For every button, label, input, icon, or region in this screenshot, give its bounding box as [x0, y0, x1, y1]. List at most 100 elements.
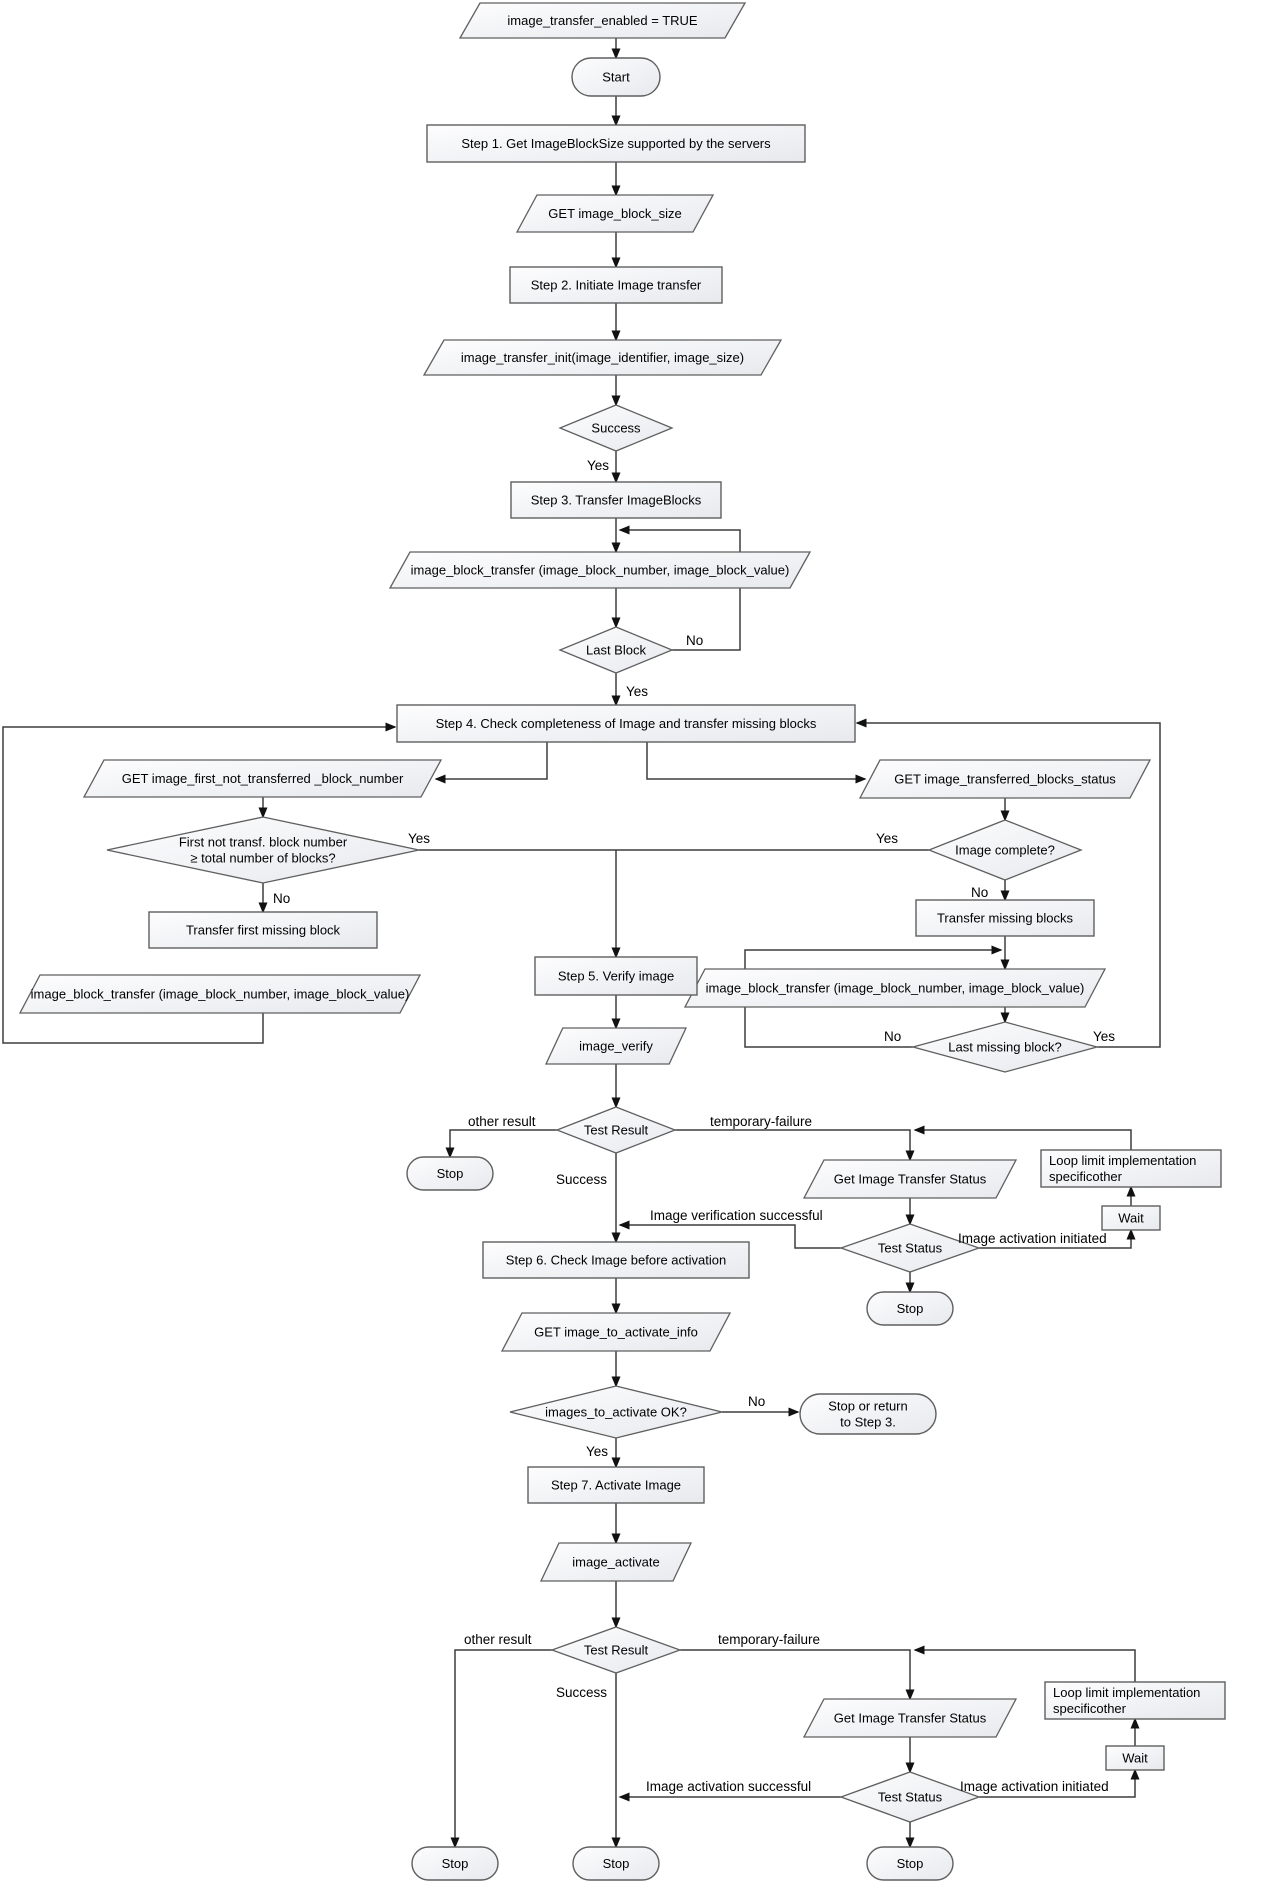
- edge-label: Yes: [876, 831, 898, 846]
- process-step4: Step 4. Check completeness of Image and …: [396, 704, 856, 743]
- process-step1: Step 1. Get ImageBlockSize supported by …: [426, 124, 806, 163]
- edge-label: No: [884, 1029, 901, 1044]
- terminator-stop-3: Stop: [411, 1846, 499, 1881]
- flow-edge: [913, 1125, 1132, 1150]
- edge-label: Success: [556, 1685, 607, 1700]
- flow-edge: [618, 525, 741, 651]
- node-label: Stop: [442, 1856, 469, 1871]
- node-label: Step 5. Verify image: [558, 969, 674, 984]
- edge-label: Image activation successful: [646, 1779, 811, 1794]
- terminator-stop-4: Stop: [866, 1846, 954, 1881]
- edge-label: temporary-failure: [718, 1632, 820, 1647]
- node-label: Test Result: [584, 1123, 649, 1138]
- decision-last-missing-block: Last missing block?: [910, 1021, 1100, 1073]
- process-transfer-missing-blocks: Transfer missing blocks: [915, 899, 1095, 937]
- process-step7: Step 7. Activate Image: [527, 1466, 705, 1504]
- flow-edge: [2, 722, 397, 1044]
- node-label: image_verify: [579, 1039, 653, 1054]
- node-label: image_block_transfer (image_block_number…: [31, 987, 410, 1002]
- process-wait-1: Wait: [1101, 1205, 1161, 1231]
- edge-label: No: [748, 1394, 765, 1409]
- flow-edge: [445, 1129, 557, 1159]
- node-label: Transfer first missing block: [186, 923, 341, 938]
- node-label: Step 2. Initiate Image transfer: [531, 278, 702, 293]
- edge-label: temporary-failure: [710, 1114, 812, 1129]
- edge-label: Image verification successful: [650, 1208, 823, 1223]
- flow-edge: [450, 1649, 552, 1849]
- node-label: image_transfer_enabled = TRUE: [507, 13, 698, 28]
- node-label: Get Image Transfer Status: [834, 1172, 987, 1187]
- node-label: Image complete?: [955, 843, 1055, 858]
- terminator-stop-1: Stop: [406, 1156, 494, 1191]
- io-image-block-transfer-1: image_block_transfer (image_block_number…: [388, 551, 812, 589]
- edge-label: Yes: [1093, 1029, 1115, 1044]
- node-label: Test Result: [584, 1643, 649, 1658]
- io-get-image-block-size: GET image_block_size: [515, 194, 715, 233]
- process-wait-2: Wait: [1105, 1745, 1165, 1771]
- edge-label: No: [971, 885, 988, 900]
- node-label: Stop: [897, 1856, 924, 1871]
- process-step3: Step 3. Transfer ImageBlocks: [510, 481, 722, 519]
- node-label: Get Image Transfer Status: [834, 1711, 987, 1726]
- io-image-transfer-enabled: image_transfer_enabled = TRUE: [458, 2, 747, 39]
- node-label: Step 3. Transfer ImageBlocks: [531, 493, 702, 508]
- flow-edges: [2, 38, 1161, 1849]
- io-image-verify: image_verify: [544, 1027, 688, 1065]
- decision-images-to-activate-ok: images_to_activate OK?: [509, 1385, 723, 1439]
- node-label: Last Block: [586, 643, 646, 658]
- io-image-block-transfer-3: image_block_transfer (image_block_number…: [683, 968, 1107, 1008]
- decision-test-result-1: Test Result: [555, 1106, 677, 1154]
- node-label: GET image_first_not_transferred _block_n…: [122, 771, 404, 786]
- node-label: Last missing block?: [948, 1040, 1061, 1055]
- node-label: Stop: [897, 1301, 924, 1316]
- node-label: Transfer missing blocks: [937, 911, 1074, 926]
- flow-edge: [913, 1645, 1136, 1682]
- edge-label: other result: [468, 1114, 536, 1129]
- node-label: Start: [602, 70, 630, 85]
- process-step2: Step 2. Initiate Image transfer: [509, 266, 723, 304]
- edge-label: other result: [464, 1632, 532, 1647]
- node-label: image_activate: [572, 1555, 659, 1570]
- decision-image-complete: Image complete?: [927, 819, 1083, 881]
- flow-edge: [979, 1768, 1140, 1798]
- node-label: images_to_activate OK?: [545, 1405, 687, 1420]
- terminator-stop-mid: Stop: [572, 1846, 660, 1881]
- node-label: Success: [591, 421, 641, 436]
- io-image-activate: image_activate: [539, 1542, 693, 1582]
- flow-edge: [855, 718, 1161, 1048]
- node-label: Stop: [603, 1856, 630, 1871]
- decision-last-block: Last Block: [558, 626, 674, 674]
- flow-edge: [646, 742, 867, 784]
- node-label: Step 6. Check Image before activation: [506, 1253, 726, 1268]
- terminator-stop-2: Stop: [866, 1291, 954, 1326]
- edge-label: Yes: [587, 458, 609, 473]
- node-label: image_block_transfer (image_block_number…: [706, 981, 1085, 996]
- edge-label: Yes: [586, 1444, 608, 1459]
- io-image-block-transfer-2: image_block_transfer (image_block_number…: [18, 974, 422, 1014]
- edge-label: Yes: [626, 684, 648, 699]
- decision-test-status-2: Test Status: [839, 1771, 981, 1823]
- flow-edge: [675, 1129, 915, 1162]
- io-get-first-not-transferred: GET image_first_not_transferred _block_n…: [82, 759, 443, 798]
- edge-label: No: [273, 891, 290, 906]
- node-label: First not transf. block number≥ total nu…: [179, 835, 348, 866]
- node-label: Step 4. Check completeness of Image and …: [436, 716, 817, 731]
- decision-first-not-transferred: First not transf. block number≥ total nu…: [106, 816, 420, 884]
- process-step5: Step 5. Verify image: [534, 956, 698, 996]
- node-label: Step 1. Get ImageBlockSize supported by …: [461, 136, 771, 151]
- node-label: Wait: [1118, 1211, 1144, 1226]
- edge-label: Image activation initiated: [960, 1779, 1109, 1794]
- node-label: image_block_transfer (image_block_number…: [411, 563, 790, 578]
- edge-label: Image activation initiated: [958, 1231, 1107, 1246]
- node-label: Wait: [1122, 1751, 1148, 1766]
- flow-edge: [618, 1220, 841, 1249]
- edge-label: No: [686, 633, 703, 648]
- flow-edge: [979, 1228, 1136, 1249]
